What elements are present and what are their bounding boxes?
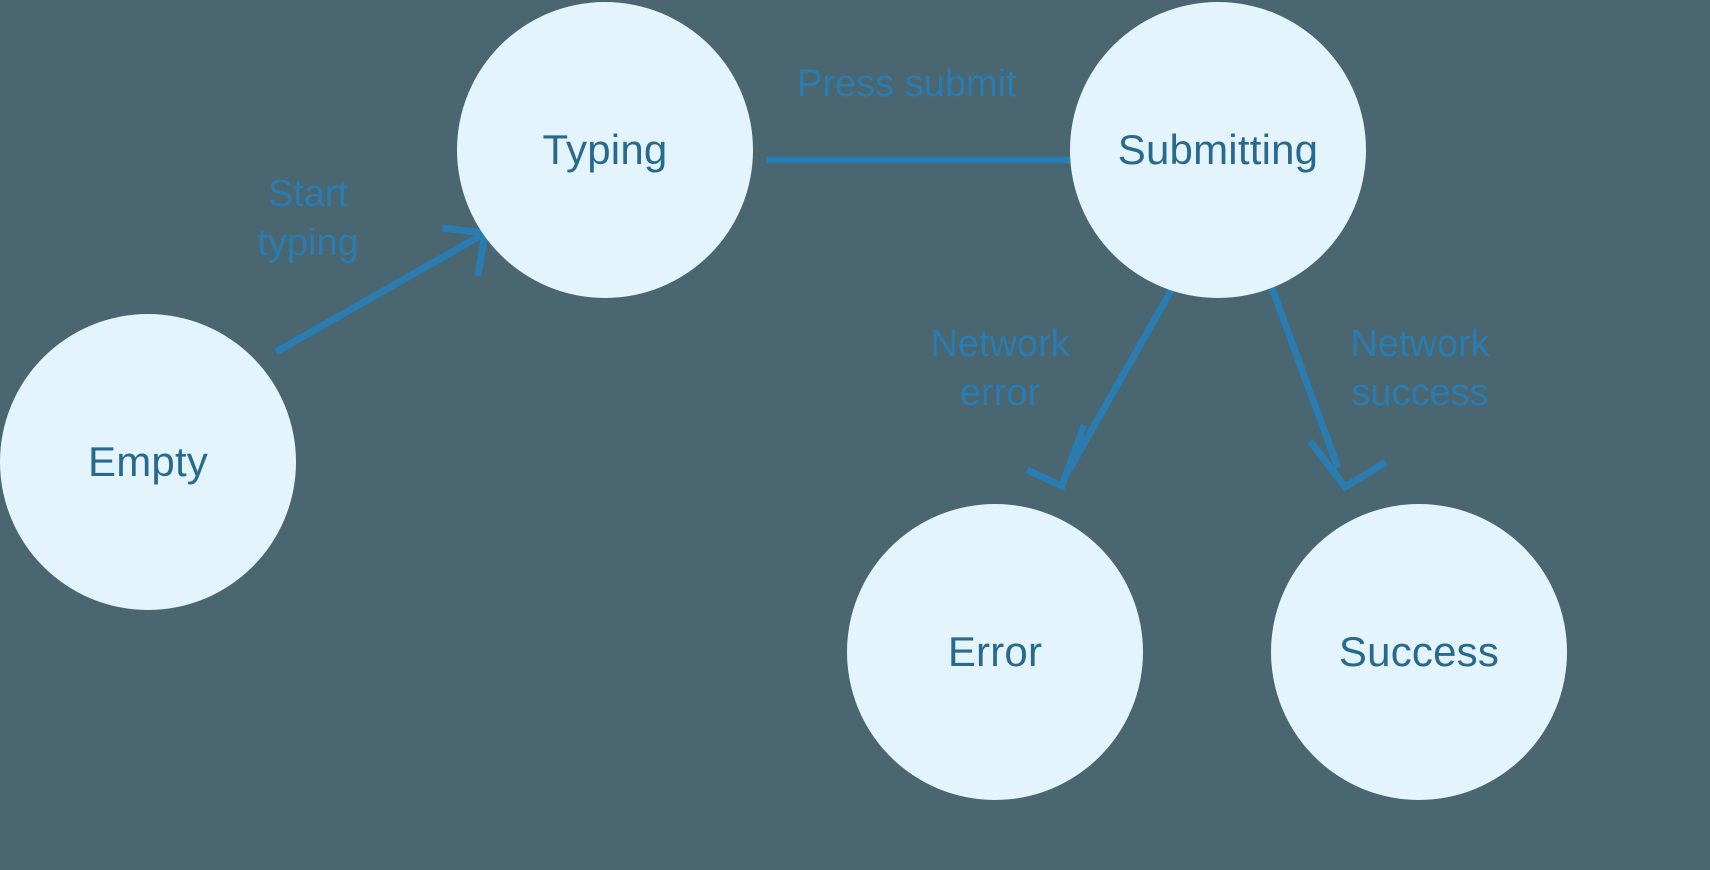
state-node-submitting[interactable]: Submitting [1070,2,1366,298]
state-node-label-submitting: Submitting [1117,126,1319,173]
state-node-label-empty: Empty [87,438,209,485]
state-node-label-typing: Typing [542,126,668,173]
state-node-error[interactable]: Error [847,504,1143,800]
state-node-typing[interactable]: Typing [457,2,753,298]
edge-submitting-to-success [1268,286,1388,492]
state-node-empty[interactable]: Empty [0,314,296,610]
state-node-success[interactable]: Success [1271,504,1567,800]
state-node-label-error: Error [947,628,1043,675]
state-node-label-success: Success [1338,628,1500,675]
edge-empty-to-typing [274,224,490,356]
edge-submitting-to-error [1025,287,1176,491]
